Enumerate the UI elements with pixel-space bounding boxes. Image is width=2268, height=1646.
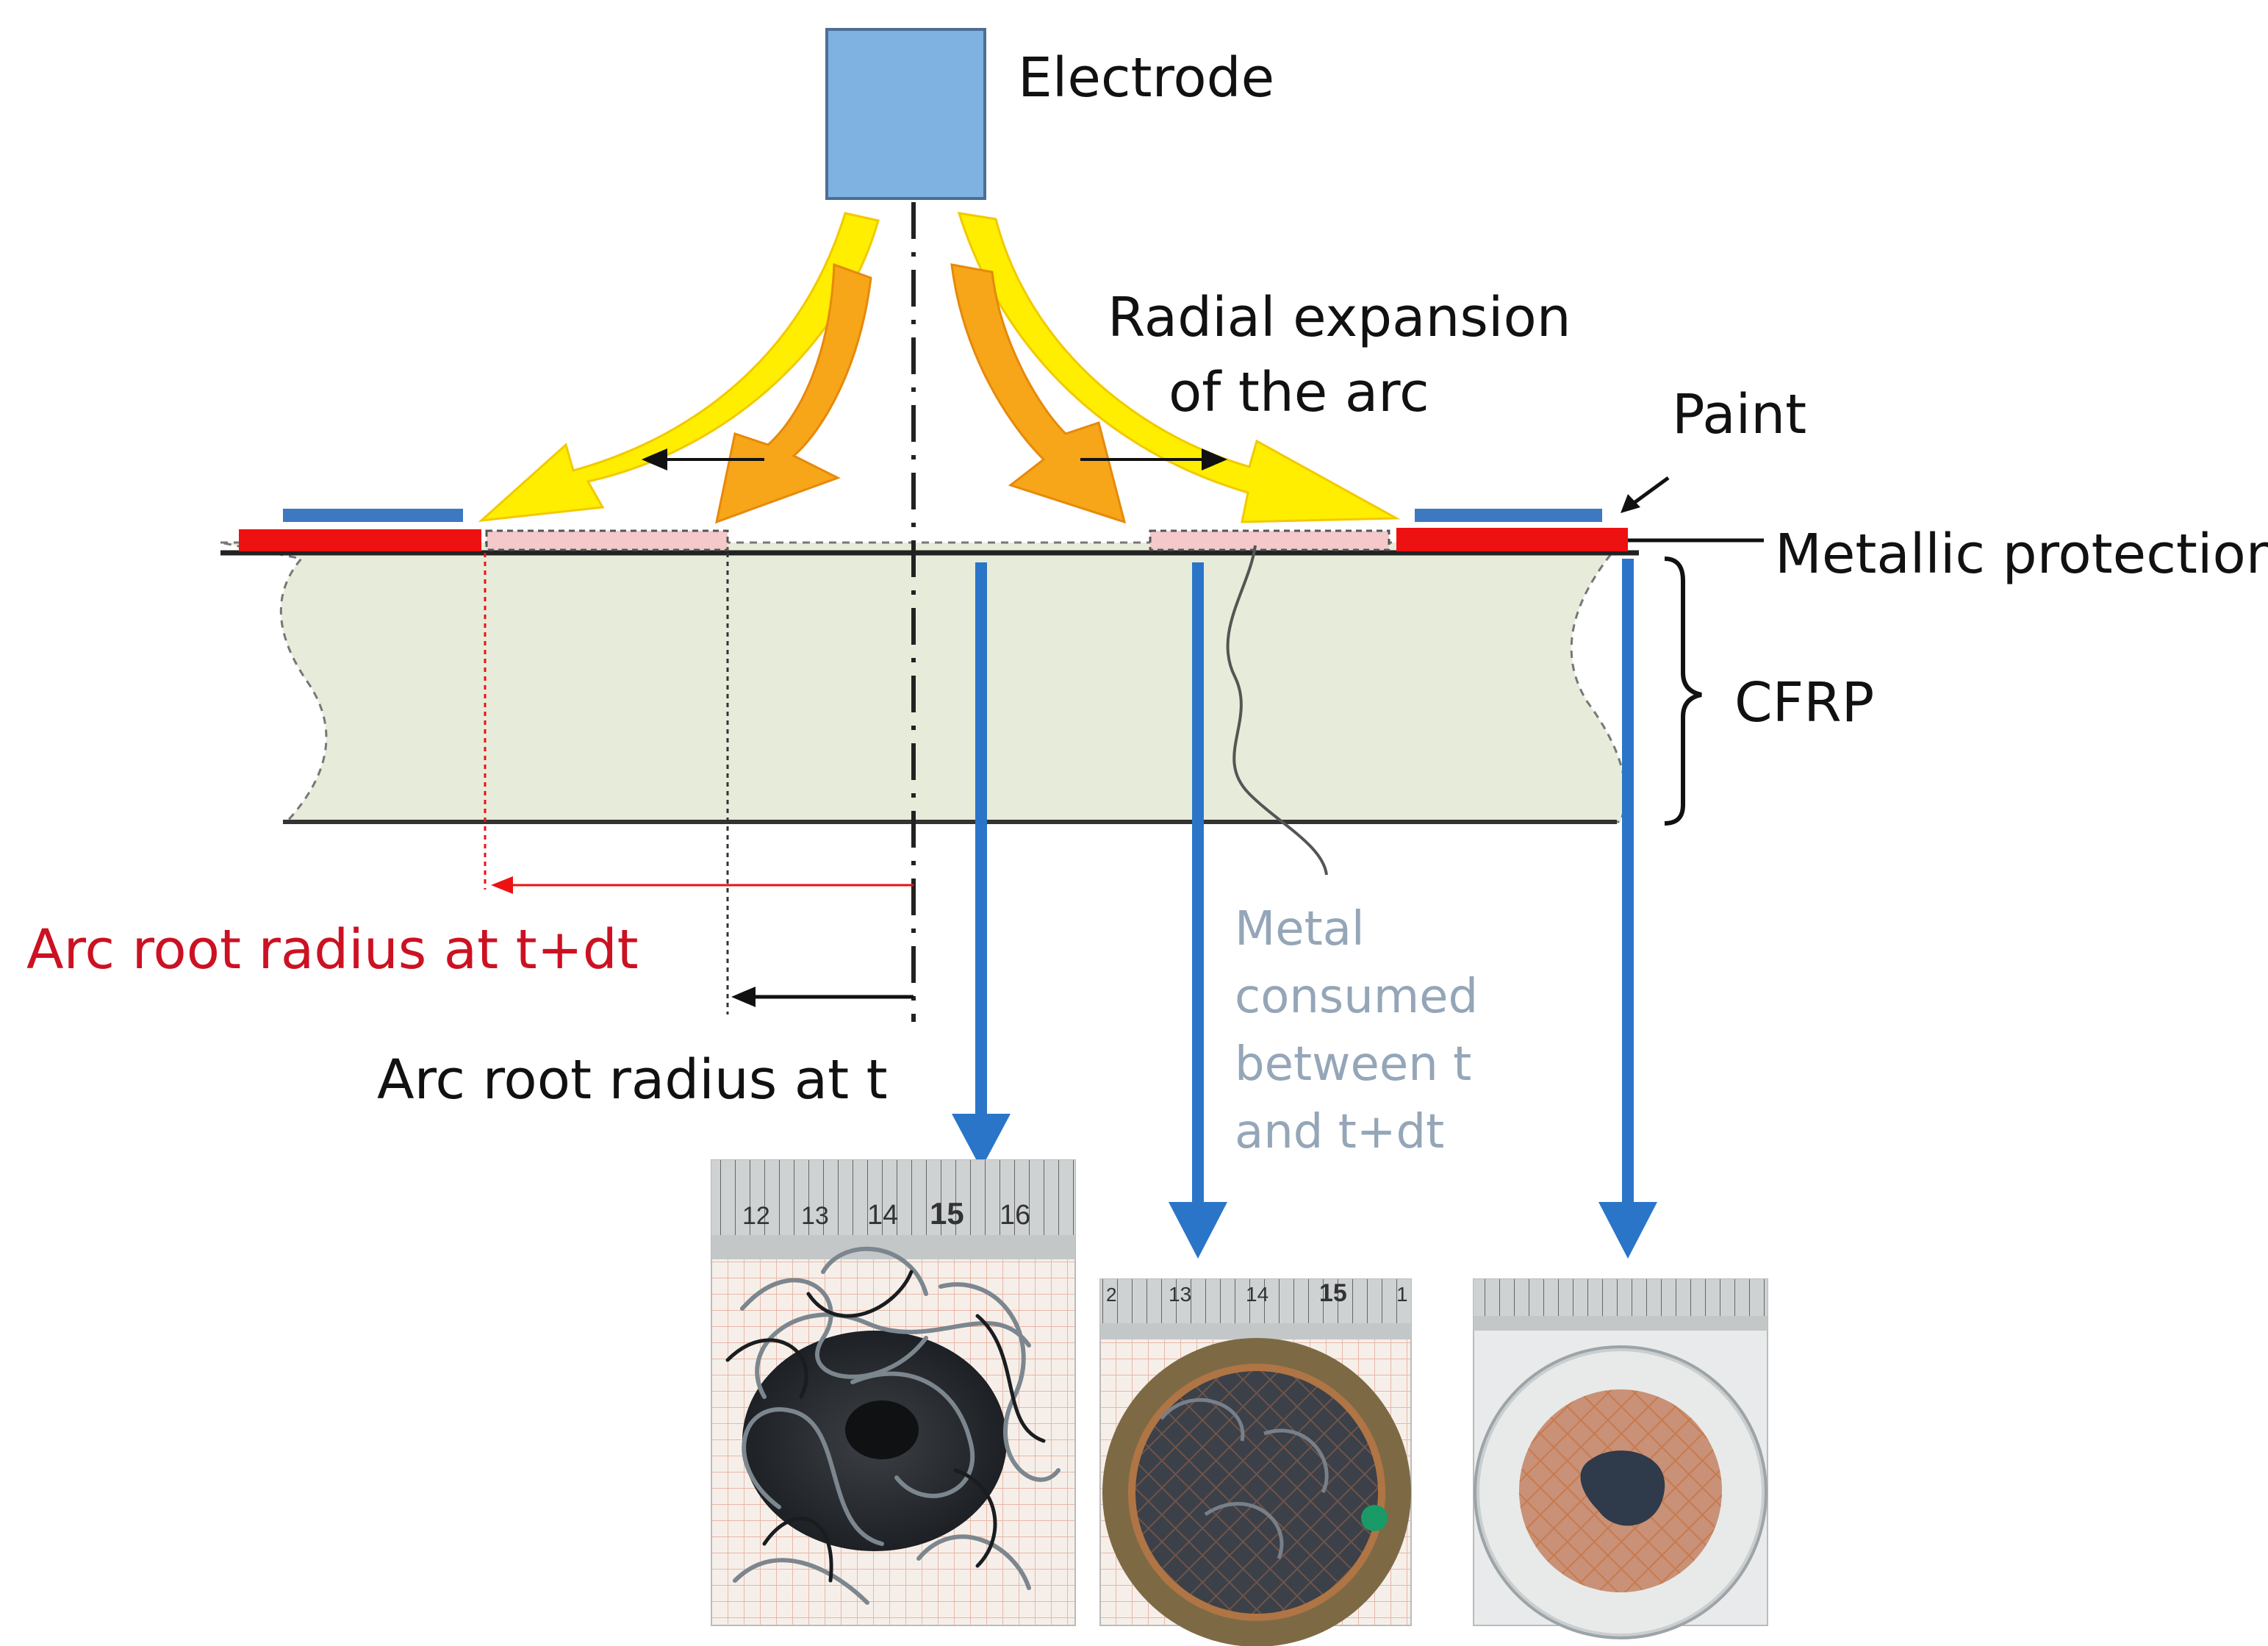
paint-pointer-arrow [1621, 476, 1670, 513]
consumed-zone-left [485, 529, 729, 551]
photo-fibers: 12 13 14 15 16 [711, 1159, 1076, 1626]
arc-root-t-label: Arc root radius at t [377, 1048, 888, 1112]
cfrp-panel [220, 541, 1627, 823]
electrode-label: Electrode [1018, 46, 1275, 110]
t-arrow-head [731, 987, 756, 1007]
ruler-2-tick-3: 15 [1319, 1279, 1347, 1307]
ruler-2-tick-0: 2 [1106, 1284, 1116, 1306]
blue-arrow-2 [1169, 562, 1227, 1259]
radial-expansion-label-line1: Radial expansion [1108, 286, 1571, 349]
photo-intact [1473, 1278, 1768, 1639]
ruler-1-tick-4: 16 [1000, 1200, 1030, 1231]
ruler-1-tick-0: 12 [742, 1202, 770, 1230]
ruler-2-tick-2: 14 [1246, 1283, 1268, 1306]
metal-consumed-label: Metal consumed between t and t+dt [1235, 902, 1479, 1159]
arc-arrow-right-orange [950, 263, 1127, 524]
ruler-1-tick-3: 15 [930, 1196, 964, 1231]
tdt-arrow-head [491, 876, 513, 894]
arc-arrow-left-orange [714, 262, 872, 524]
arc-root-tdt-label: Arc root radius at t+dt [26, 918, 639, 981]
paint-layer-left [283, 509, 463, 522]
blue-arrow-3 [1598, 559, 1657, 1259]
cfrp-label: CFRP [1734, 671, 1875, 734]
crack-line [1226, 545, 1328, 876]
consumed-zone-right [1149, 529, 1390, 551]
metallic-protection-label: Metallic protection [1775, 523, 2268, 586]
paint-label: Paint [1672, 383, 1807, 446]
ruler-2-tick-1: 13 [1169, 1283, 1191, 1306]
metal-layer-right [1396, 528, 1628, 551]
radial-expansion-label-line2: of the arc [1169, 361, 1429, 424]
radial-expansion-arrows [641, 448, 1228, 471]
metal-layer-left [239, 529, 481, 551]
photo-partial: 2 13 14 15 1 [1099, 1278, 1412, 1646]
ruler-2-tick-4: 1 [1396, 1283, 1408, 1306]
paint-layer-right [1415, 509, 1602, 522]
ruler-1-tick-1: 13 [801, 1202, 829, 1230]
electrode-block [825, 28, 986, 200]
blue-arrow-1 [952, 562, 1011, 1169]
cfrp-brace [1664, 557, 1702, 826]
ruler-1-tick-2: 14 [867, 1200, 898, 1231]
